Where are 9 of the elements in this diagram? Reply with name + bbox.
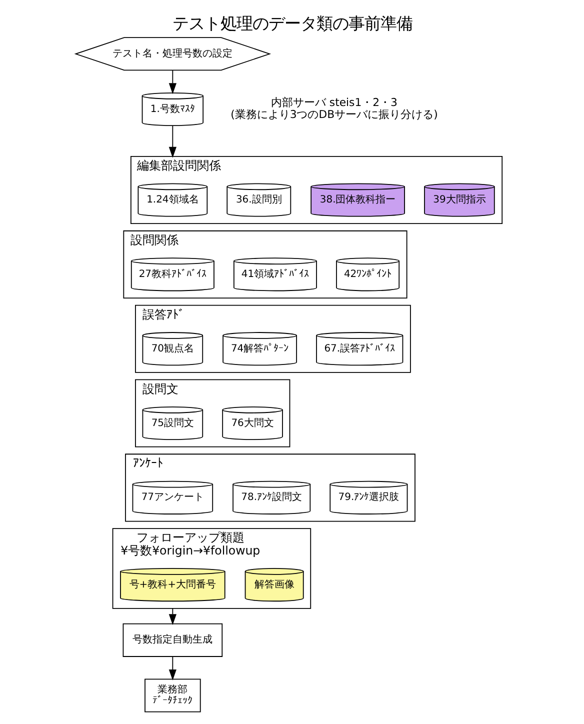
node-box: 号数指定自動生成 (122, 623, 222, 657)
arrow (168, 656, 176, 680)
arrow (168, 125, 176, 158)
label: (業務により3つのDBサーバに振り分ける) (230, 108, 438, 121)
label: 内部サーバ steis1・2・3 (270, 96, 397, 110)
arrow (168, 608, 176, 625)
diagram-title: テスト処理のデータ類の事前準備 (172, 14, 412, 33)
node-box: 業務部 ﾃﾞｰﾀﾁｪｯｸ (144, 678, 200, 712)
arrow (168, 70, 176, 94)
